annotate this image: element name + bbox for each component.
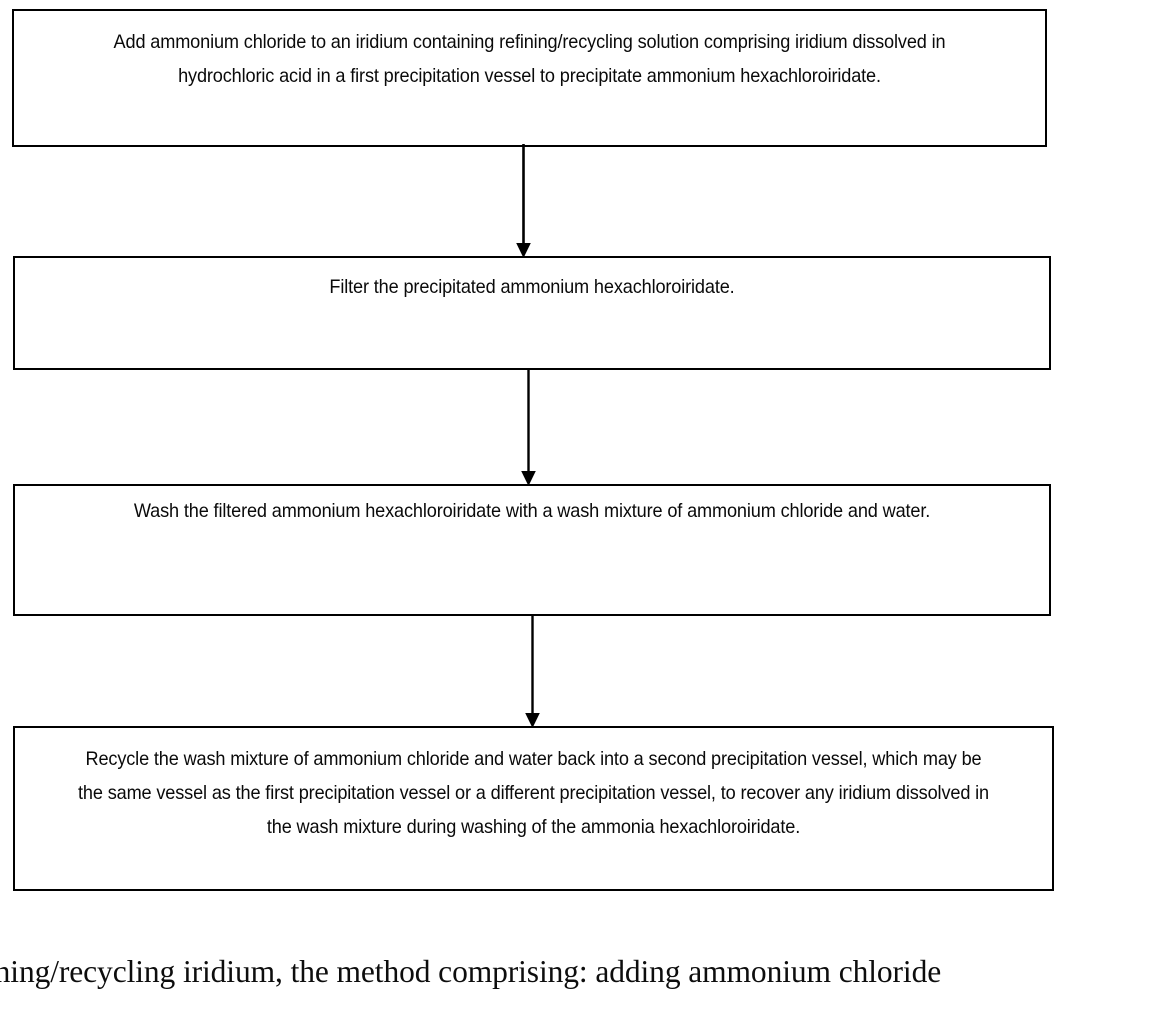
flowchart-node-step-4: Recycle the wash mixture of ammonium chl…	[13, 726, 1054, 891]
flowchart-arrow-step-3-to-step-4	[513, 614, 553, 730]
page-caption-band: ining/recycling iridium, the method comp…	[0, 930, 1151, 1011]
flowchart-node-step-1: Add ammonium chloride to an iridium cont…	[12, 9, 1047, 147]
flowchart-node-step-3: Wash the filtered ammonium hexachloroiri…	[13, 484, 1051, 616]
flowchart-arrow-step-1-to-step-2	[504, 144, 544, 260]
page-caption-text: ining/recycling iridium, the method comp…	[0, 954, 942, 989]
flowchart-node-step-3-label: Wash the filtered ammonium hexachloroiri…	[133, 500, 931, 522]
flowchart-arrow-step-2-to-step-3	[509, 368, 549, 488]
flowchart-node-step-1-label: Add ammonium chloride to an iridium cont…	[113, 31, 946, 87]
flowchart-node-step-4-label: Recycle the wash mixture of ammonium chl…	[78, 748, 989, 838]
flowchart-node-step-2: Filter the precipitated ammonium hexachl…	[13, 256, 1051, 370]
flowchart-node-step-2-label: Filter the precipitated ammonium hexachl…	[329, 276, 735, 298]
